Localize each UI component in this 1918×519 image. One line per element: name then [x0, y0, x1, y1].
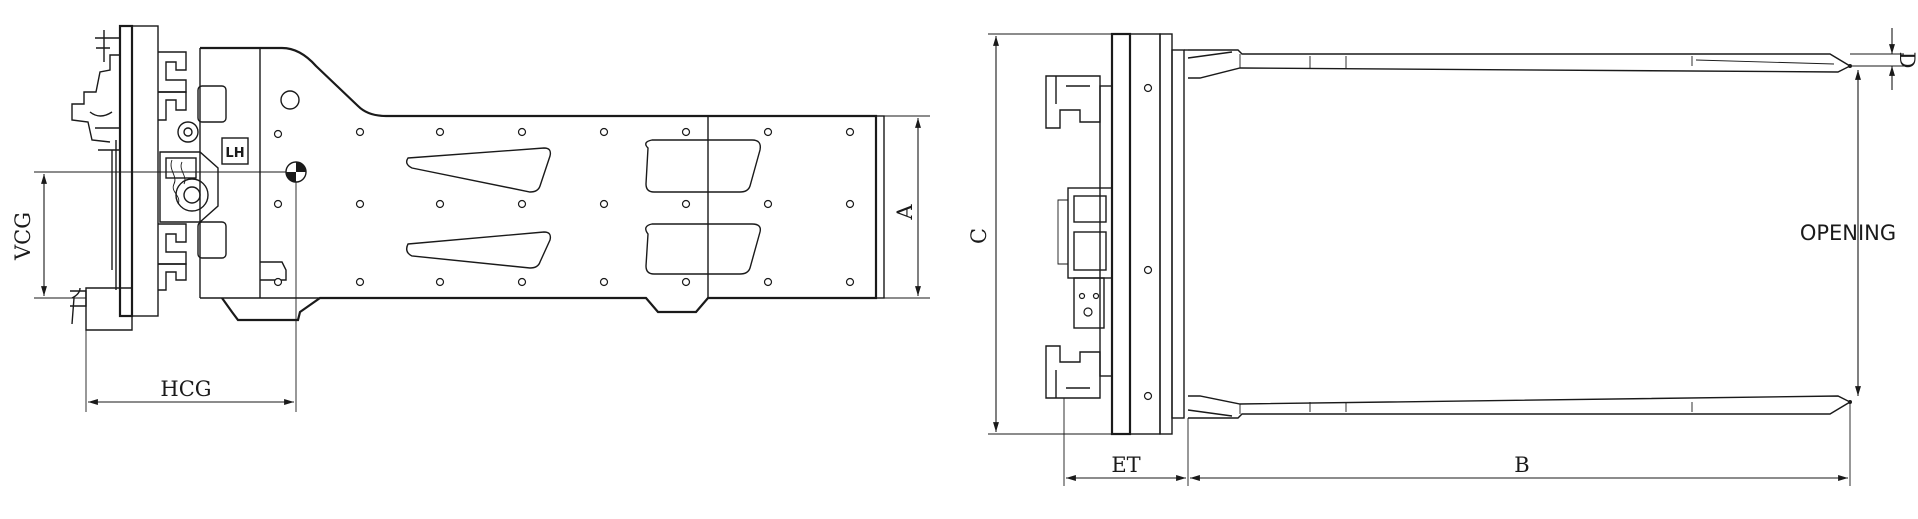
carriage-frame [1110, 32, 1188, 436]
fork-end [875, 115, 885, 299]
dimension-a: A [893, 118, 921, 296]
main-body-outline [200, 46, 878, 322]
hook-bracket [70, 30, 133, 331]
label-c: C [967, 228, 991, 244]
dimension-et: ET [1063, 398, 1189, 486]
dimension-hcg: HCG [85, 182, 297, 412]
label-b: B [1514, 453, 1529, 477]
slots [405, 139, 762, 275]
mounting-holes [273, 127, 855, 287]
dimension-b: B [1190, 404, 1851, 486]
label-d: D [1895, 52, 1918, 69]
label-a: A [893, 204, 917, 221]
carriage-plate-front [118, 24, 134, 318]
rotation-mechanism [1057, 187, 1113, 329]
upper-hook-block [1045, 75, 1113, 377]
logo-text: LH [225, 146, 244, 161]
top-view: C ET B OPENING D [967, 28, 1918, 486]
cg-marker-icon [285, 161, 307, 183]
label-hcg: HCG [160, 377, 211, 401]
dimension-opening: OPENING [1800, 70, 1896, 396]
logo-plate: LH [221, 137, 249, 165]
fork-arms [1187, 49, 1852, 419]
carriage-plate-rear [131, 25, 159, 317]
label-et: ET [1111, 453, 1140, 477]
upper-pivot-hole [280, 90, 300, 110]
lower-hook-block [1045, 345, 1101, 399]
dimension-vcg: VCG [11, 171, 286, 299]
dimension-d: D [1850, 28, 1918, 90]
side-view: LH [11, 24, 930, 412]
rail-clips [158, 51, 227, 291]
label-vcg: VCG [11, 212, 35, 261]
dimension-c: C [967, 33, 1112, 435]
label-opening: OPENING [1800, 221, 1896, 245]
